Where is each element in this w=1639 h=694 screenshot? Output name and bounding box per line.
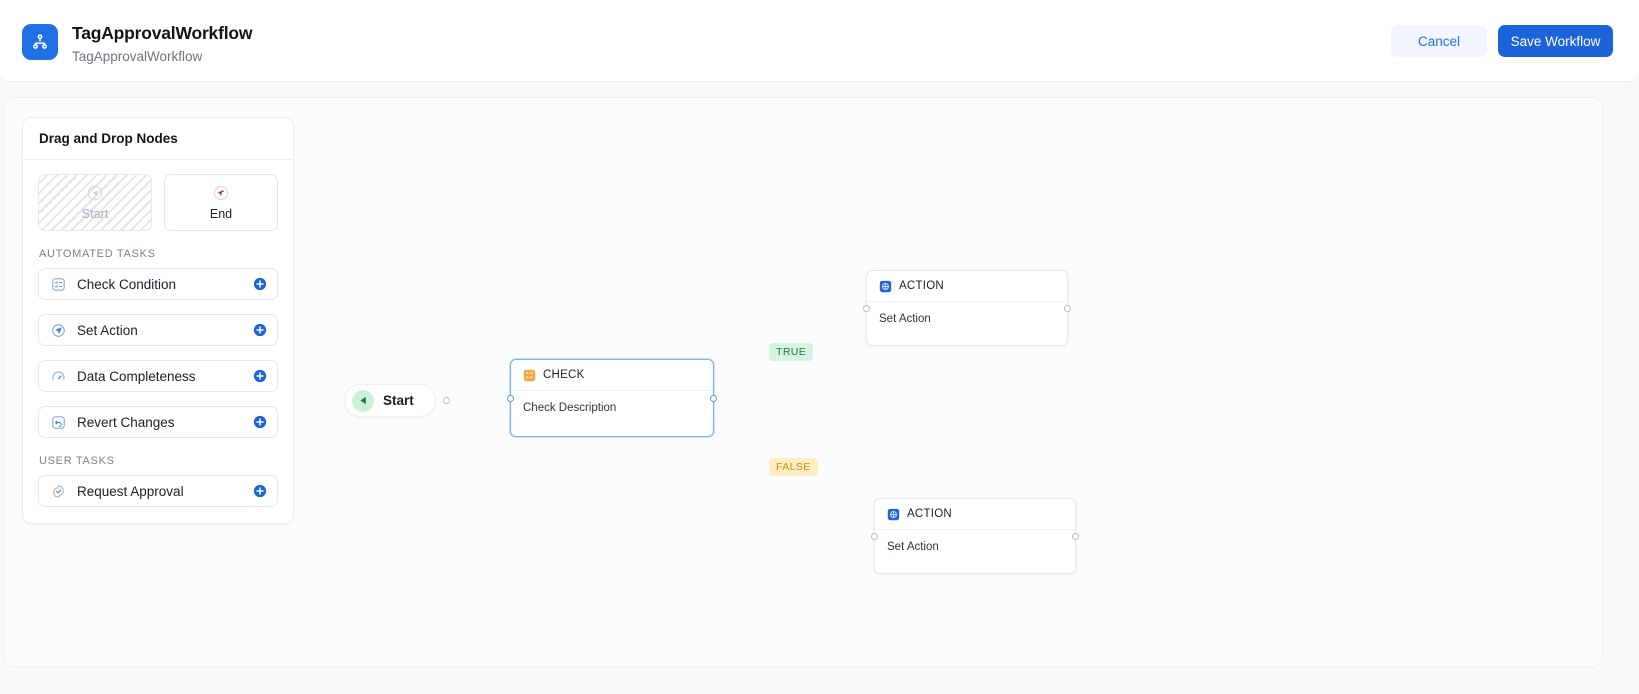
page-subtitle: TagApprovalWorkflow	[72, 49, 203, 64]
check-node-input-handle[interactable]	[507, 395, 514, 402]
palette-item-label: Data Completeness	[77, 368, 196, 384]
workflow-hierarchy-icon	[22, 24, 58, 60]
group-label-user: USER TASKS	[39, 455, 115, 467]
workflow-canvas[interactable]: Start CHECK Check Description	[5, 98, 1602, 666]
node-palette-panel: Drag and Drop Nodes Start	[22, 117, 294, 524]
plus-circle-icon[interactable]	[253, 323, 267, 337]
palette-start-label: Start	[81, 206, 109, 221]
plus-circle-icon[interactable]	[253, 484, 267, 498]
action-node-true[interactable]: ACTION Set Action	[863, 270, 1071, 346]
action-node-false-type: ACTION	[907, 508, 952, 520]
play-triangle-icon	[352, 389, 374, 412]
header-actions: Cancel Save Workflow	[1391, 25, 1613, 57]
app-header: TagApprovalWorkflow TagApprovalWorkflow …	[0, 0, 1639, 82]
group-label-automated: AUTOMATED TASKS	[39, 248, 156, 260]
palette-start-card: Start	[38, 174, 152, 231]
action-node-false-header: ACTION	[875, 499, 1075, 530]
palette-item-data-completeness[interactable]: Data Completeness	[38, 360, 278, 392]
plus-circle-icon[interactable]	[253, 415, 267, 429]
save-workflow-button[interactable]: Save Workflow	[1498, 25, 1613, 57]
check-node-header: CHECK	[511, 360, 713, 391]
palette-item-request-approval[interactable]: Request Approval	[38, 475, 278, 507]
action-node-true-type: ACTION	[899, 280, 944, 292]
palette-item-label: Request Approval	[77, 483, 184, 499]
workflow-canvas-card: Start CHECK Check Description	[4, 97, 1603, 667]
checklist-icon	[50, 276, 67, 293]
action-icon	[887, 508, 900, 521]
action-node-true-output-handle[interactable]	[1064, 305, 1071, 312]
action-node-false-output-handle[interactable]	[1072, 533, 1079, 540]
action-node-false-input-handle[interactable]	[871, 533, 878, 540]
gauge-icon	[50, 368, 67, 385]
palette-end-label: End	[209, 206, 233, 221]
action-node-false[interactable]: ACTION Set Action	[871, 498, 1079, 574]
action-icon	[879, 280, 892, 293]
check-node-description: Check Description	[523, 402, 617, 414]
header-identity: TagApprovalWorkflow TagApprovalWorkflow	[22, 22, 252, 67]
branch-label-false: FALSE	[769, 458, 818, 476]
palette-item-label: Check Condition	[77, 276, 177, 292]
play-circle-icon	[87, 185, 104, 202]
check-node-type: CHECK	[543, 369, 585, 381]
node-palette-title: Drag and Drop Nodes	[23, 118, 293, 160]
start-node-output-handle[interactable]	[443, 397, 450, 404]
start-node[interactable]: Start	[344, 384, 450, 417]
pin-circle-icon	[213, 185, 230, 202]
paper-plane-icon	[50, 322, 67, 339]
palette-item-label: Set Action	[77, 322, 138, 338]
action-node-true-description: Set Action	[879, 313, 931, 325]
branch-label-true: TRUE	[769, 343, 814, 361]
action-node-false-description: Set Action	[887, 541, 939, 553]
palette-item-label: Revert Changes	[77, 414, 175, 430]
check-node[interactable]: CHECK Check Description	[507, 359, 717, 437]
badge-check-icon	[50, 483, 67, 500]
cancel-button[interactable]: Cancel	[1391, 25, 1487, 57]
page-title: TagApprovalWorkflow	[72, 23, 253, 43]
palette-item-set-action[interactable]: Set Action	[38, 314, 278, 346]
palette-end-card[interactable]: End	[164, 174, 278, 231]
check-condition-icon	[523, 369, 536, 382]
action-node-true-input-handle[interactable]	[863, 305, 870, 312]
check-node-output-handle[interactable]	[710, 395, 717, 402]
undo-arrow-icon	[50, 414, 67, 431]
dragdrop-row: Start End	[38, 174, 278, 231]
action-node-true-header: ACTION	[867, 271, 1067, 302]
palette-item-check-condition[interactable]: Check Condition	[38, 268, 278, 300]
plus-circle-icon[interactable]	[253, 277, 267, 291]
palette-item-revert-changes[interactable]: Revert Changes	[38, 406, 278, 438]
plus-circle-icon[interactable]	[253, 369, 267, 383]
start-node-label: Start	[383, 393, 414, 408]
